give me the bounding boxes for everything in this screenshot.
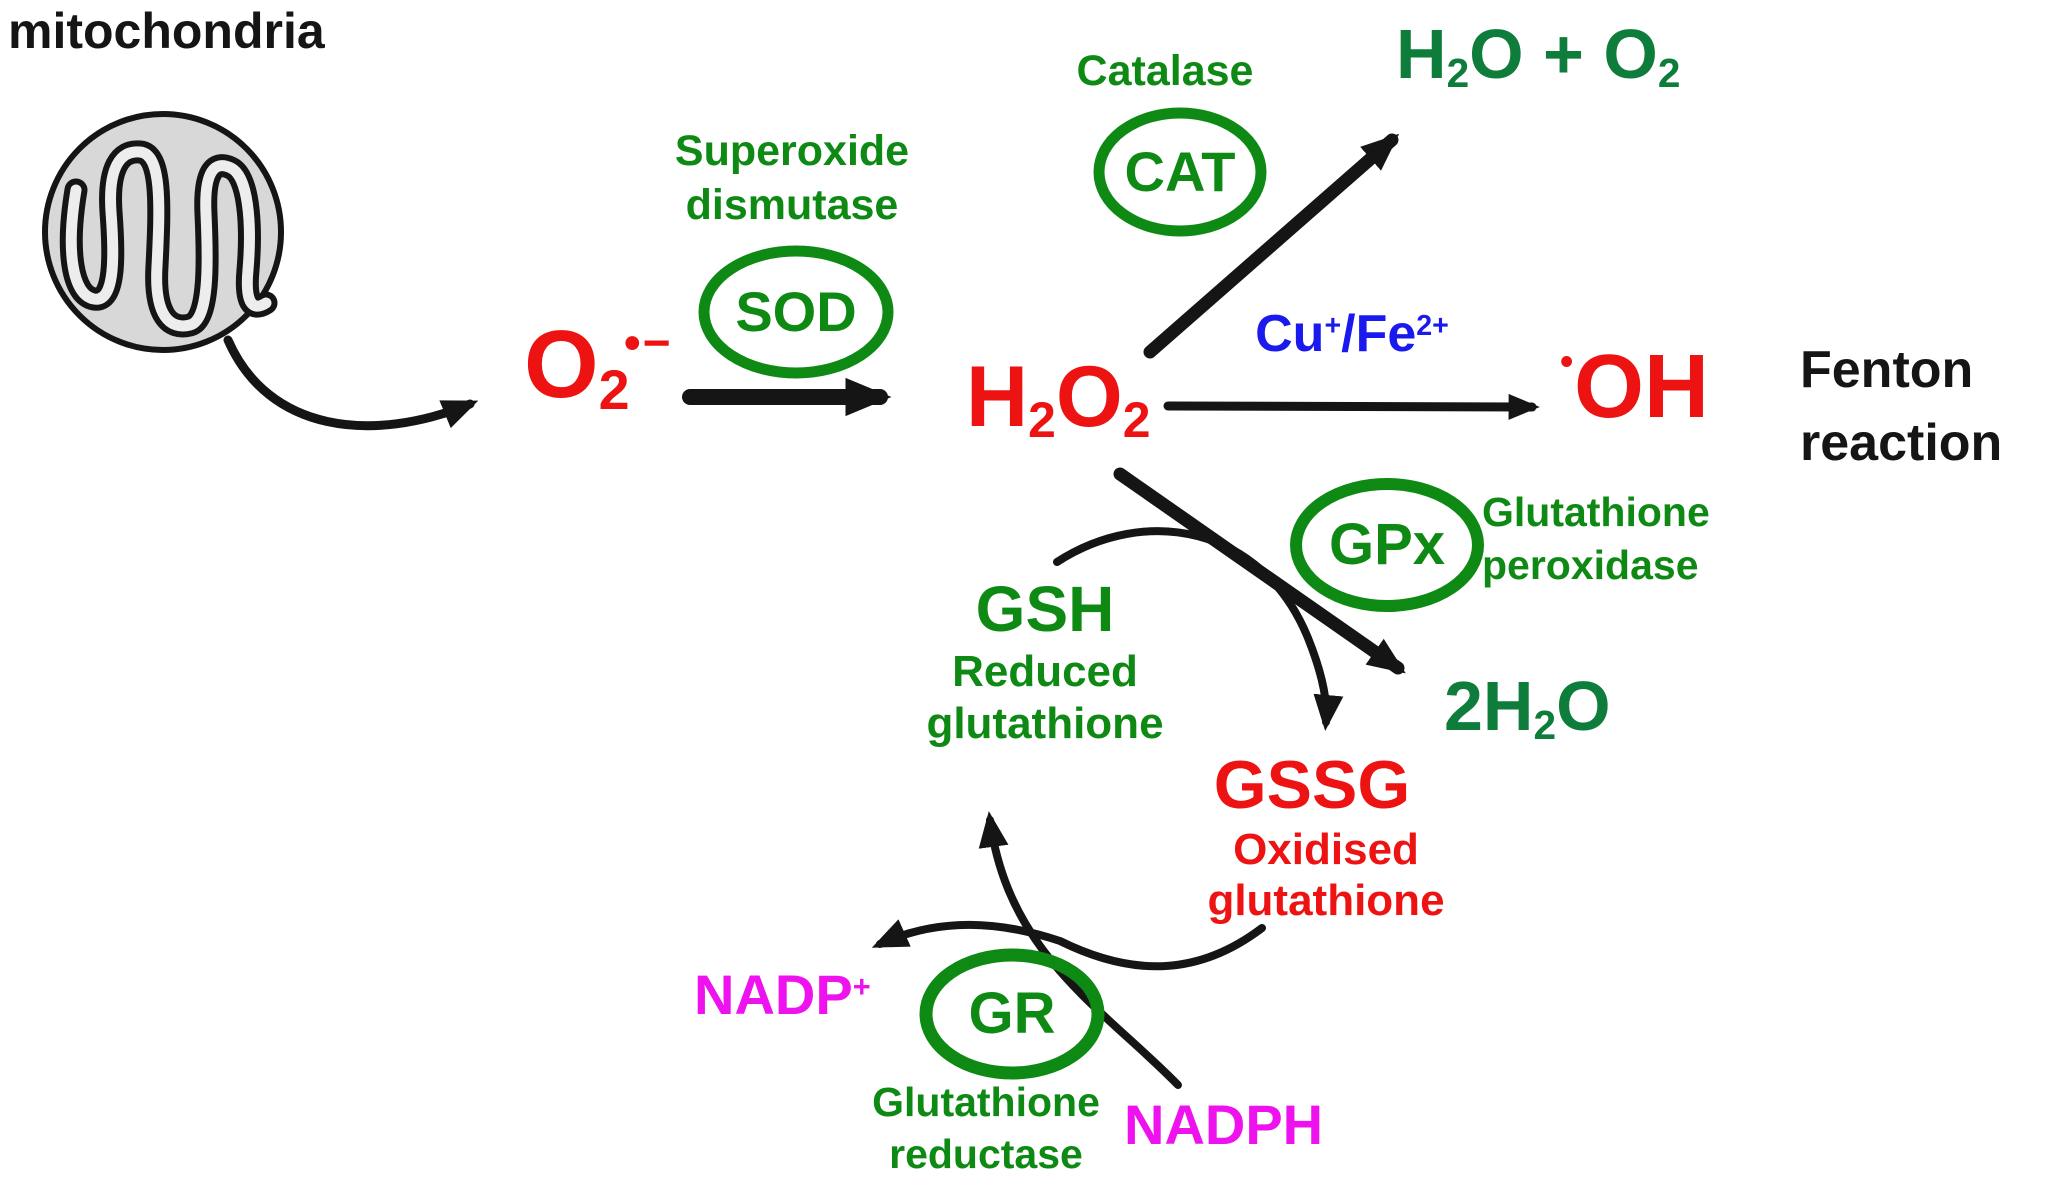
gssg-name-line1: Oxidised: [1233, 825, 1419, 874]
sod-oval: [698, 245, 894, 379]
arrow-catalase-h2o2-to-water-oxygen: [1143, 133, 1400, 359]
gssg-name-line2: glutathione: [1207, 876, 1445, 925]
sod-enzyme-name: Superoxide dismutase: [675, 124, 909, 232]
gpx-oval: [1290, 478, 1484, 612]
gsh-name-line1: Reduced: [952, 647, 1138, 696]
gr-name-line1: Glutathione: [872, 1079, 1100, 1125]
gr-name-line2: reductase: [889, 1131, 1083, 1177]
mitochondria-label: mitochondria: [8, 3, 325, 59]
sod-name-line2: dismutase: [685, 181, 899, 229]
gpx-name-line2: peroxidase: [1482, 542, 1699, 588]
fenton-catalyst-label: Cu+/Fe2+: [1255, 305, 1449, 363]
gssg-abbreviation: GSSG: [1213, 747, 1411, 823]
catalase-enzyme-name: Catalase: [1076, 47, 1254, 95]
arrow-mitochondria-to-superoxide: [223, 335, 479, 431]
fenton-line1: Fenton: [1800, 341, 1974, 399]
arrow-gssg-to-nadp: [871, 919, 1266, 971]
two-water-formula: 2H2O: [1444, 667, 1611, 748]
arrow-gsh-to-gssg: [1053, 527, 1344, 731]
catalase-abbreviation: CAT: [1124, 140, 1236, 204]
water-plus-oxygen-formula: H2O + O2: [1396, 15, 1681, 96]
hydroxyl-radical-formula: •OH: [1560, 337, 1709, 437]
gr-enzyme-name: Glutathione reductase: [872, 1076, 1100, 1180]
mitochondrion-cristae-lumen: [65, 146, 272, 332]
gpx-abbreviation: GPx: [1328, 512, 1446, 578]
sod-abbreviation: SOD: [735, 280, 857, 344]
gsh-abbreviation: GSH: [975, 573, 1115, 645]
gssg-name: Oxidised glutathione: [1207, 824, 1444, 926]
cat-oval: [1093, 107, 1267, 237]
fenton-reaction-label: Fenton reaction: [1800, 334, 2002, 480]
superoxide-formula: O2•−: [524, 311, 673, 422]
arrow-nadph-to-gsh: [978, 811, 1182, 1089]
hydrogen-peroxide-formula: H2O2: [966, 349, 1151, 448]
gsh-name: Reduced glutathione: [926, 646, 1163, 750]
nadph-label: NADPH: [1124, 1093, 1324, 1156]
arrow-fenton-h2o2-to-hydroxyl: [1163, 393, 1540, 420]
nadp-formula: NADP+: [694, 963, 871, 1026]
sod-name-line1: Superoxide: [674, 127, 910, 175]
gr-abbreviation: GR: [968, 981, 1056, 1047]
fenton-line2: reaction: [1800, 414, 2003, 472]
gr-oval: [919, 948, 1105, 1080]
gpx-name-line1: Glutathione: [1482, 489, 1710, 535]
gpx-enzyme-name: Glutathione peroxidase: [1482, 486, 1710, 592]
gsh-name-line2: glutathione: [926, 699, 1164, 748]
